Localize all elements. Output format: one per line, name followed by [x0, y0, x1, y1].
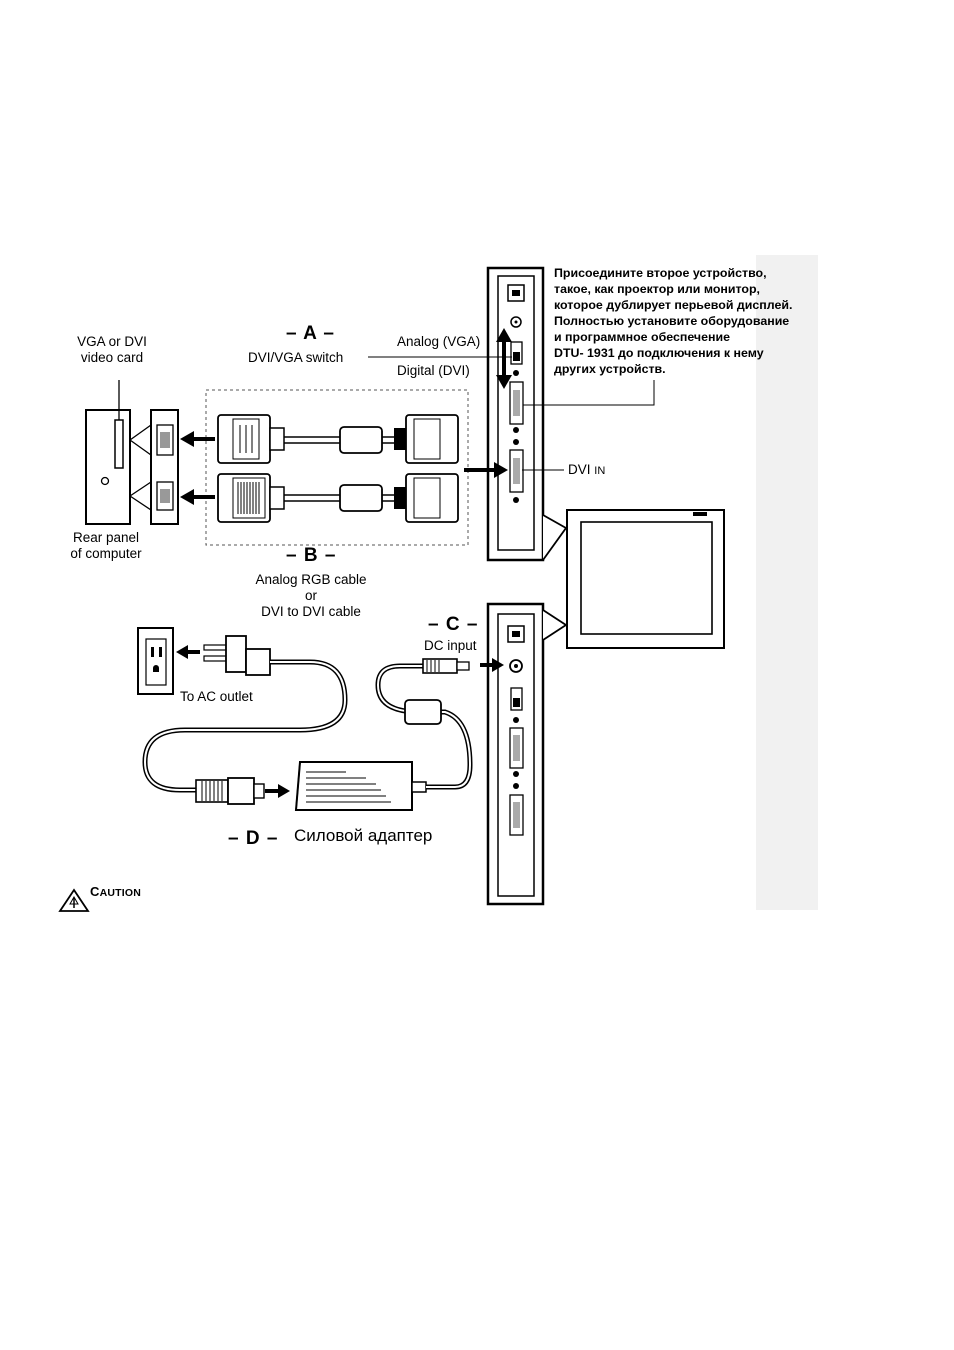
section-b-label: – B –	[286, 545, 337, 566]
analog-vga-label: Analog (VGA)	[397, 334, 481, 349]
video-card-label: VGA or DVI video card	[62, 334, 162, 366]
note-line: других устройств.	[554, 362, 666, 376]
dvi-in-label-main: DVI	[568, 462, 591, 477]
video-card-slot-icon	[114, 419, 124, 469]
rear-panel-label-line1: Rear panel	[72, 530, 140, 545]
cable-type-line1: Analog RGB cable	[255, 572, 367, 587]
cable-options-box	[205, 389, 469, 546]
dvi-cable-icon	[217, 414, 459, 464]
ac-outlet-icon	[137, 627, 174, 695]
note-line: которое дублирует перьевой дисплей.	[554, 298, 793, 312]
note-line: Полностью установите оборудование	[554, 314, 790, 328]
callout-lower	[542, 609, 568, 641]
note-line: такое, как проектор или монитор,	[554, 282, 760, 296]
caution-label: CAUTION	[90, 884, 141, 899]
dvi-in-label: DVI IN	[568, 462, 605, 479]
vga-cable-icon	[217, 473, 459, 523]
computer-rear-panel	[85, 409, 179, 525]
note-line: и программное обеспечение	[554, 330, 731, 344]
section-d-label: – D –	[228, 828, 279, 849]
dc-input-label: DC input	[424, 638, 477, 653]
digital-dvi-label: Digital (DVI)	[397, 363, 470, 378]
note-line: Присоедините второе устройство,	[554, 266, 767, 280]
dc-plug-icon	[422, 658, 470, 674]
section-a-label: – A –	[286, 323, 336, 344]
dvi-vga-switch-label: DVI/VGA switch	[248, 350, 344, 365]
caution-label-rest: AUTION	[99, 887, 142, 899]
ferrite-core-icon	[404, 699, 442, 725]
cable-type-line2: or	[304, 588, 317, 603]
ac-outlet-label: To AC outlet	[180, 689, 253, 704]
warning-triangle-icon	[58, 888, 90, 912]
video-card-label-line1: VGA or DVI	[77, 334, 147, 349]
pen-display-icon	[566, 509, 725, 649]
second-device-note: Присоедините второе устройство, такое, к…	[554, 265, 816, 377]
usb-port-icon	[507, 284, 525, 302]
rear-panel-label: Rear panel of computer	[56, 530, 156, 562]
power-jack-icon	[510, 316, 522, 328]
caution-label-first: C	[90, 884, 100, 899]
iec-connector-icon	[195, 777, 265, 805]
section-c-label: – C –	[428, 614, 479, 635]
power-adapter-icon	[294, 761, 427, 811]
dc-input-jack-icon	[509, 659, 523, 673]
dvi-in-label-sub: IN	[594, 465, 606, 477]
note-line: DTU- 1931 до подключения к нему	[554, 346, 764, 360]
ac-plug-icon	[203, 635, 271, 676]
note-leader	[523, 380, 655, 406]
rear-panel-label-line2: of computer	[70, 546, 142, 561]
display-rear-panel-lower	[486, 602, 545, 906]
display-rear-panel-upper	[486, 266, 545, 562]
cable-type-label: Analog RGB cable or DVI to DVI cable	[236, 572, 386, 620]
video-card-label-line2: video card	[80, 350, 144, 365]
backdrop-strip	[756, 255, 818, 910]
callout-upper	[542, 514, 568, 561]
power-adapter-label: Силовой адаптер	[294, 826, 433, 845]
cable-type-line3: DVI to DVI cable	[261, 604, 361, 619]
